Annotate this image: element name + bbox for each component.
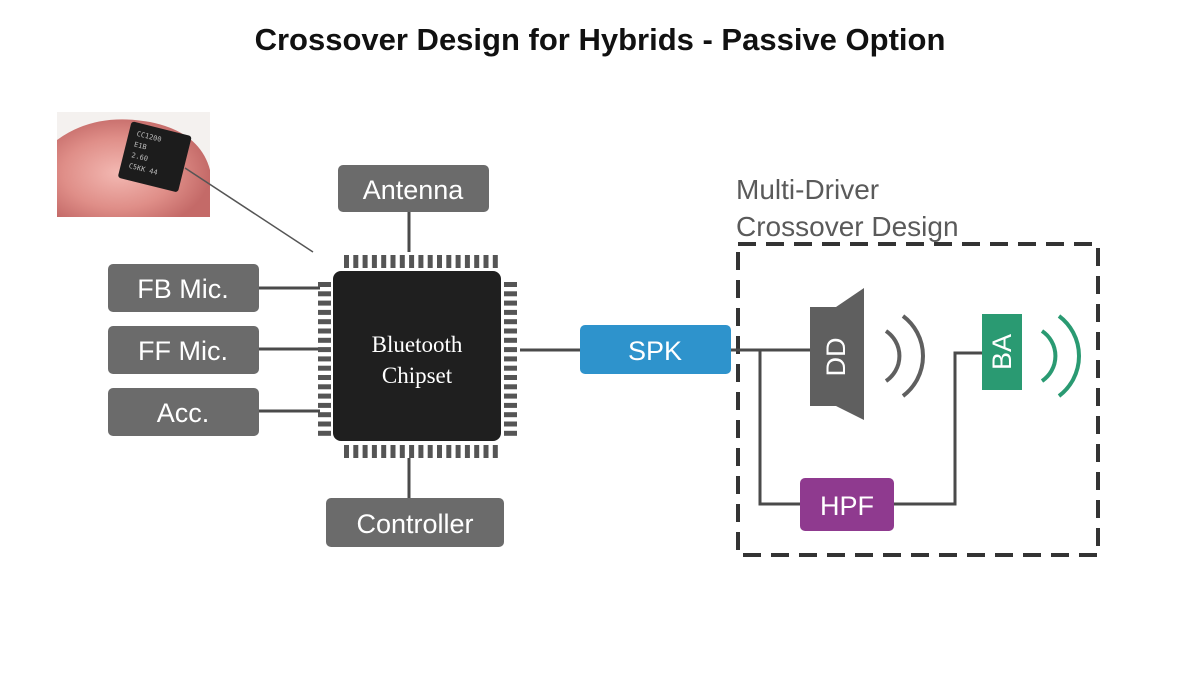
fb-mic-box: FB Mic. [108, 264, 259, 312]
spk-box: SPK [580, 325, 731, 374]
controller-label: Controller [356, 509, 473, 539]
chip-marking-3: 2.60 [131, 151, 149, 163]
chipset-label-line1: Bluetooth [372, 332, 463, 357]
chipset-label-line2: Chipset [382, 363, 453, 388]
bluetooth-chipset [333, 271, 501, 441]
chip-marking-2: E1B [133, 141, 147, 152]
antenna-label: Antenna [363, 175, 465, 205]
dd-label: DD [821, 338, 851, 377]
hpf-label: HPF [820, 491, 874, 521]
ff-mic-box: FF Mic. [108, 326, 259, 374]
acc-box: Acc. [108, 388, 259, 436]
crossover-group-border [736, 242, 1100, 557]
ba-driver: BA [982, 314, 1022, 390]
diagram-title: Crossover Design for Hybrids - Passive O… [254, 22, 946, 57]
ba-label: BA [987, 334, 1017, 370]
dd-sound-waves-icon [884, 314, 925, 398]
group-title-line2: Crossover Design [736, 211, 959, 242]
chip-photo: CC1200 E1B 2.60 C5KK 44 [57, 112, 210, 217]
group-title-line1: Multi-Driver [736, 174, 879, 205]
fb-mic-label: FB Mic. [137, 274, 229, 304]
hpf-box: HPF [800, 478, 894, 531]
ff-mic-label: FF Mic. [138, 336, 228, 366]
ba-sound-waves-icon [1040, 314, 1081, 398]
chip-pins [318, 255, 517, 458]
antenna-box: Antenna [338, 165, 489, 212]
acc-label: Acc. [157, 398, 210, 428]
dd-driver: DD [810, 288, 864, 420]
photo-pointer-line [184, 167, 314, 253]
spk-label: SPK [628, 336, 682, 366]
input-wires [258, 210, 582, 500]
controller-box: Controller [326, 498, 504, 547]
crossover-wires [731, 348, 982, 506]
